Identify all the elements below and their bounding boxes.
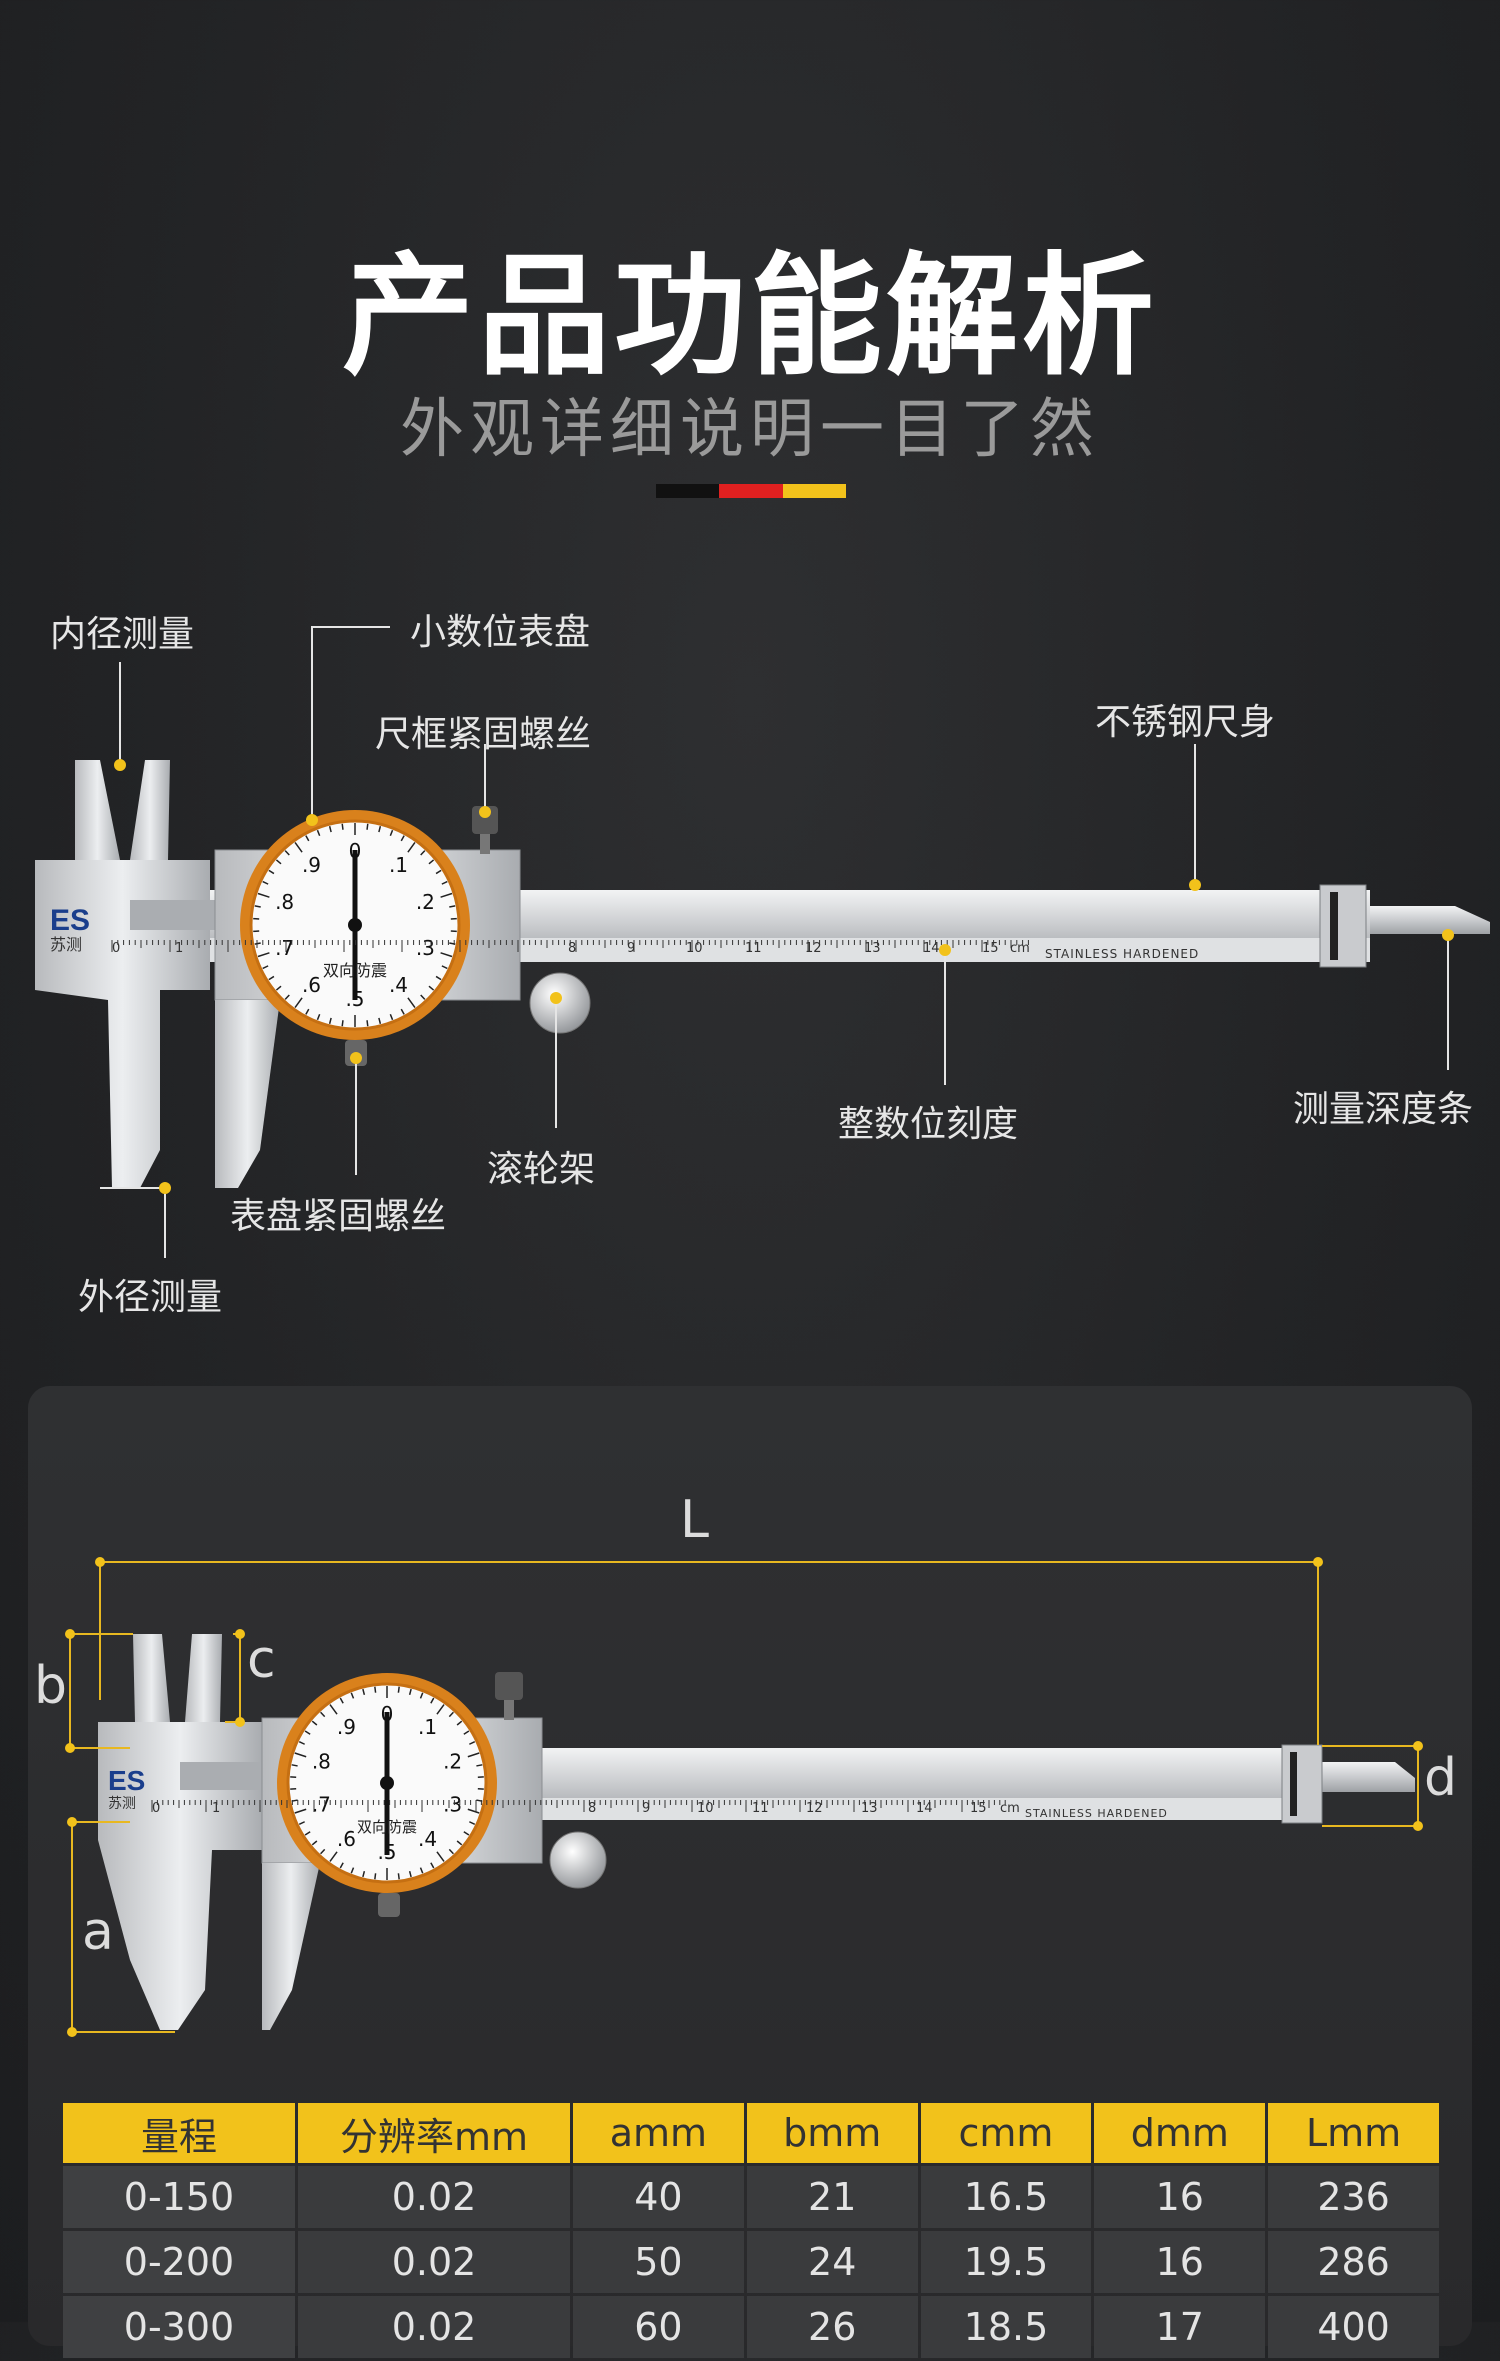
table-cell: 16 bbox=[1094, 2231, 1265, 2293]
inner-jaw-left-2 bbox=[133, 1634, 170, 1722]
beam-end-cap-2 bbox=[1282, 1745, 1322, 1823]
scale-number: 8 bbox=[588, 1801, 596, 1816]
spec-header-c: cmm bbox=[921, 2103, 1092, 2163]
scale-number: 14 bbox=[916, 1801, 933, 1816]
spec-header-a: amm bbox=[573, 2103, 744, 2163]
dial-tick bbox=[398, 1873, 399, 1879]
dial-tick bbox=[398, 1687, 399, 1693]
dial-tick bbox=[375, 1873, 376, 1879]
table-cell: 19.5 bbox=[921, 2231, 1092, 2293]
brand-sub-2: 苏测 bbox=[108, 1796, 136, 1812]
table-cell: 26 bbox=[747, 2296, 918, 2358]
table-cell: 0.02 bbox=[298, 2296, 570, 2358]
spec-header-d: dmm bbox=[1094, 2103, 1265, 2163]
dial-number: .4 bbox=[418, 1827, 437, 1851]
table-cell: 21 bbox=[747, 2166, 918, 2228]
table-cell: 16.5 bbox=[921, 2166, 1092, 2228]
dial-screw-2 bbox=[378, 1893, 400, 1917]
spec-header-range: 量程 bbox=[63, 2103, 295, 2163]
scale-number: 12 bbox=[806, 1801, 823, 1816]
table-cell: 40 bbox=[573, 2166, 744, 2228]
table-cell: 18.5 bbox=[921, 2296, 1092, 2358]
dim-label-d: d bbox=[1424, 1748, 1457, 1808]
table-cell: 0-200 bbox=[63, 2231, 295, 2293]
dial-number: .2 bbox=[443, 1750, 462, 1774]
frame-screw-2 bbox=[495, 1672, 523, 1700]
table-cell: 16 bbox=[1094, 2166, 1265, 2228]
table-cell: 60 bbox=[573, 2296, 744, 2358]
scale-number: 15 bbox=[970, 1801, 987, 1816]
dim-c-line bbox=[225, 1634, 240, 1722]
table-cell: 0-150 bbox=[63, 2166, 295, 2228]
depth-rod-2 bbox=[1320, 1762, 1415, 1792]
dim-label-c: c bbox=[247, 1630, 276, 1690]
spec-header-resolution: 分辨率mm bbox=[298, 2103, 570, 2163]
spec-header-row: 量程 分辨率mm amm bmm cmm dmm Lmm bbox=[63, 2103, 1439, 2163]
spec-header-b: bmm bbox=[747, 2103, 918, 2163]
table-cell: 50 bbox=[573, 2231, 744, 2293]
sliding-jaw-2 bbox=[262, 1863, 320, 2030]
dim-label-a: a bbox=[82, 1902, 114, 1962]
scale-number: 13 bbox=[861, 1801, 878, 1816]
brand-logo-2: ES bbox=[108, 1765, 145, 1796]
jaw-slot-2 bbox=[180, 1762, 260, 1790]
dim-label-b: b bbox=[34, 1656, 67, 1716]
dial-number: .6 bbox=[337, 1827, 356, 1851]
scale-number: 10 bbox=[697, 1801, 714, 1816]
dial-text-2: 双向防震 bbox=[357, 1818, 417, 1836]
table-row: 0-150 0.02 40 21 16.5 16 236 bbox=[63, 2166, 1439, 2228]
table-cell: 24 bbox=[747, 2231, 918, 2293]
dial-hub-2 bbox=[380, 1776, 394, 1790]
table-row: 0-200 0.02 50 24 19.5 16 286 bbox=[63, 2231, 1439, 2293]
spec-header-L: Lmm bbox=[1268, 2103, 1439, 2163]
inner-jaw-right-2 bbox=[185, 1634, 222, 1722]
scale-number: 11 bbox=[752, 1801, 769, 1816]
table-cell: 400 bbox=[1268, 2296, 1439, 2358]
scale-number: 0 bbox=[152, 1801, 160, 1816]
table-cell: 0.02 bbox=[298, 2231, 570, 2293]
table-row: 0-300 0.02 60 26 18.5 17 400 bbox=[63, 2296, 1439, 2358]
thumb-roller-2 bbox=[550, 1832, 606, 1888]
dial-number: .1 bbox=[418, 1715, 437, 1739]
scale-text-2: STAINLESS HARDENED bbox=[1025, 1807, 1168, 1820]
table-cell: 0-300 bbox=[63, 2296, 295, 2358]
scale-number: 1 bbox=[212, 1801, 220, 1816]
table-cell: 0.02 bbox=[298, 2166, 570, 2228]
frame-screw-stem-2 bbox=[504, 1700, 514, 1720]
dial-number: .8 bbox=[312, 1750, 331, 1774]
table-cell: 236 bbox=[1268, 2166, 1439, 2228]
scale-number: 9 bbox=[642, 1801, 650, 1816]
dial-tick bbox=[375, 1687, 376, 1693]
dial-number: .7 bbox=[312, 1792, 331, 1816]
dim-label-L: L bbox=[680, 1490, 709, 1550]
dial-number: .9 bbox=[337, 1715, 356, 1739]
table-cell: 17 bbox=[1094, 2296, 1265, 2358]
beam-end-slot-2 bbox=[1290, 1752, 1297, 1816]
scale-number: cm bbox=[1000, 1801, 1020, 1816]
table-cell: 286 bbox=[1268, 2231, 1439, 2293]
